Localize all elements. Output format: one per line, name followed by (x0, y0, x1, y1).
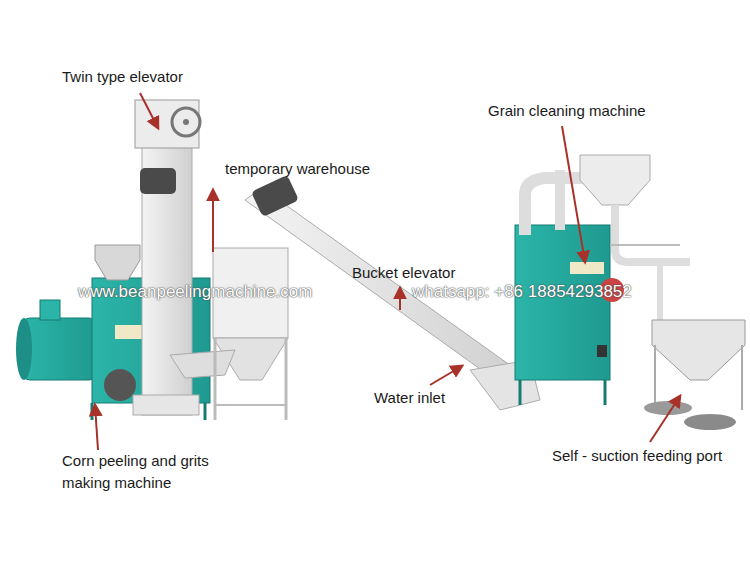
part-label: Grain cleaning machine (488, 100, 646, 122)
part-label: temporary warehouse (225, 158, 370, 180)
part-label: Bucket elevator (352, 262, 455, 284)
watermark: whatsapp: +86 18854293852 (412, 280, 632, 305)
part-label: Water inlet (374, 387, 445, 409)
part-label: Twin type elevator (62, 66, 183, 88)
part-label: Corn peeling and grits making machine (62, 450, 227, 494)
part-label: Self - suction feeding port (552, 445, 722, 467)
watermark: www.beanpeelingmachine.com (78, 280, 312, 305)
